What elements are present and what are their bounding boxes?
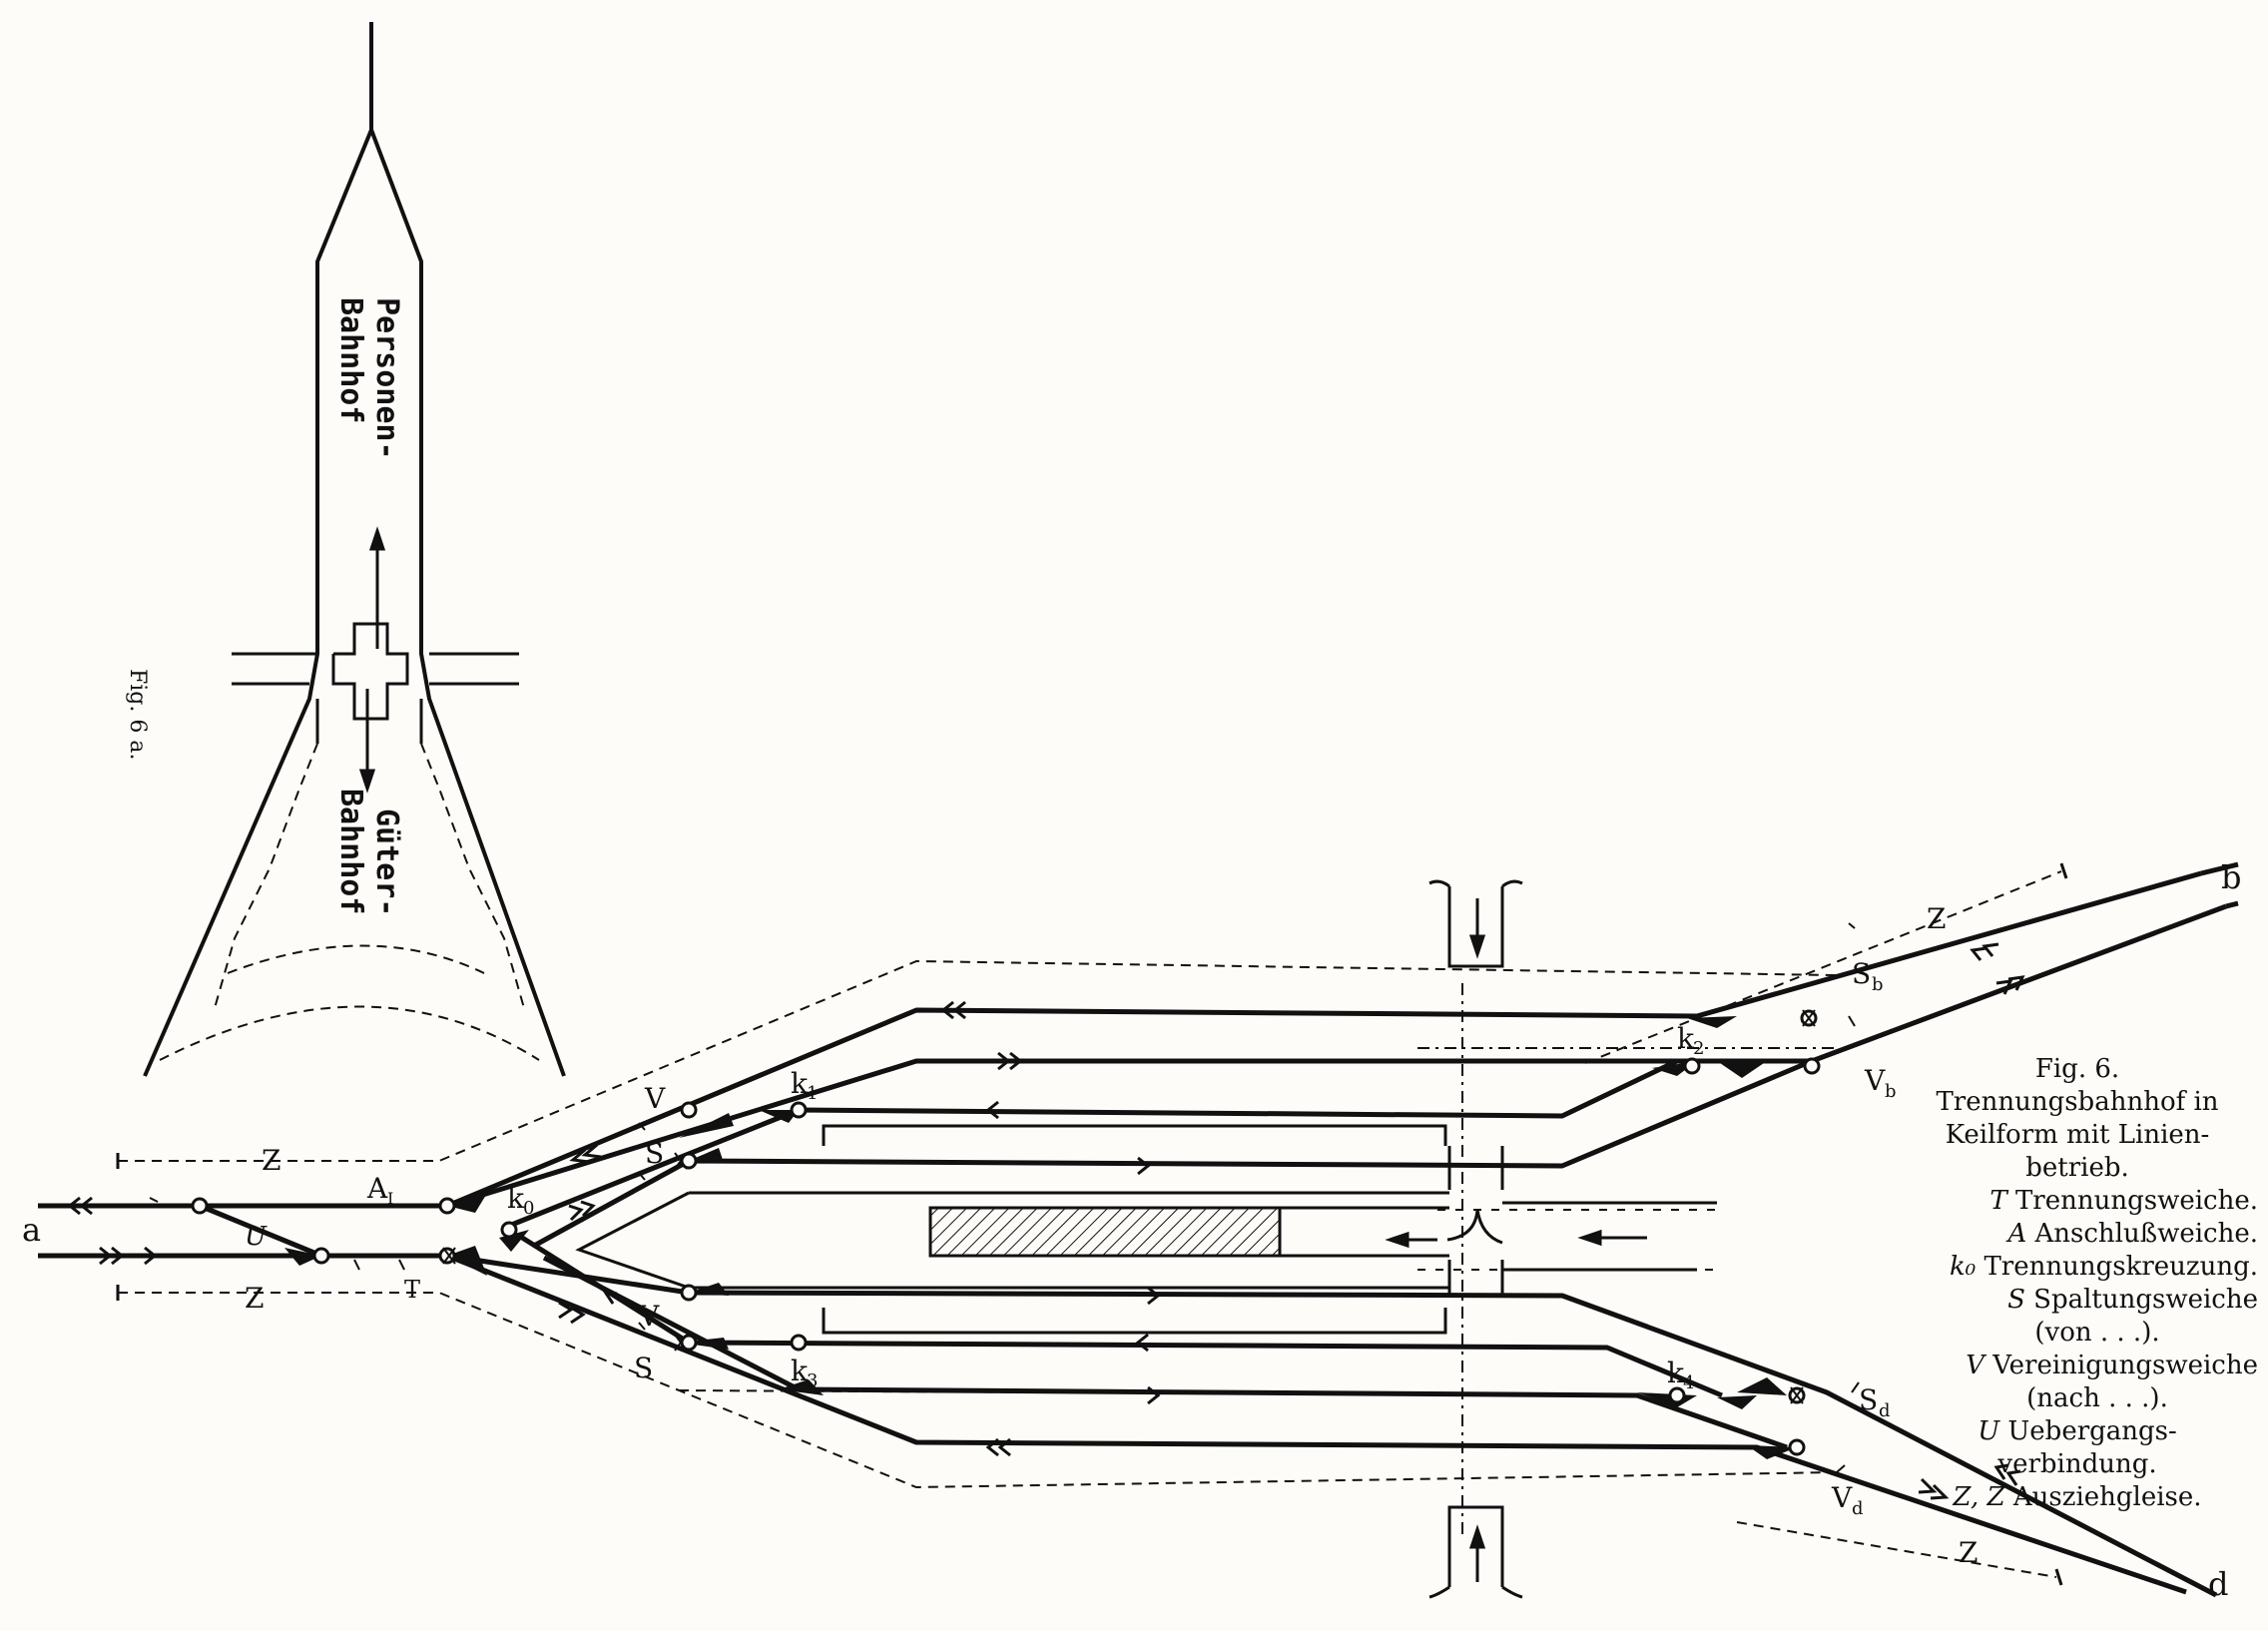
switch-point xyxy=(680,1101,698,1119)
fig6a-text: Personen- Bahnhof Güter- Bahnhof xyxy=(333,297,404,916)
legend-row-U-note: verbindung. xyxy=(1997,1449,2157,1479)
fig6a-caption: Fig. 6 a. xyxy=(125,669,150,761)
switch-point xyxy=(438,1197,456,1215)
label-V-top: V xyxy=(644,1082,666,1115)
fig6-road xyxy=(1428,879,1717,1599)
label-k1-sub: 1 xyxy=(807,1083,818,1104)
label-k2-sub: 2 xyxy=(1693,1038,1704,1059)
label-k0: k xyxy=(507,1182,525,1215)
fig6-switch-points xyxy=(191,1009,1821,1456)
fig6a-cross-road xyxy=(232,622,519,721)
switch-point xyxy=(680,1284,698,1302)
label-d: d xyxy=(2208,1565,2228,1603)
label-a: a xyxy=(22,1211,41,1249)
label-A1: A xyxy=(366,1172,388,1205)
gueterbahnhof-line2: Bahnhof xyxy=(333,789,368,914)
switch-point xyxy=(1788,1438,1806,1456)
label-Z-right-top: Z xyxy=(1927,902,1946,935)
z-track-stops xyxy=(116,862,2068,1586)
label-Z-right-bottom: Z xyxy=(1959,1536,1978,1569)
legend-title: Fig. 6. xyxy=(2034,1054,2120,1084)
legend-row-S: S Spaltungsweiche xyxy=(2007,1285,2258,1315)
gueterbahnhof-line1: Güter- xyxy=(369,809,404,916)
label-Vd: V xyxy=(1831,1481,1853,1514)
label-S-bottom: S xyxy=(634,1352,653,1384)
label-Sd-sub: d xyxy=(1879,1400,1891,1421)
legend-row-Z: Z, Z Ausziehgleise. xyxy=(1953,1482,2202,1512)
fig6-legend: Fig. 6. Trennungsbahnhof in Keilform mit… xyxy=(1897,1053,2258,1514)
fig6-station-body xyxy=(575,1124,1449,1335)
label-U: U xyxy=(245,1222,268,1252)
fig6-ticks xyxy=(149,922,1860,1473)
legend-subtitle-1: Trennungsbahnhof in xyxy=(1936,1087,2219,1117)
legend-row-T: T Trennungsweiche. xyxy=(1989,1186,2258,1216)
label-Vb-sub: b xyxy=(1885,1081,1897,1102)
switch-point xyxy=(1683,1057,1701,1075)
label-k3-sub: 3 xyxy=(807,1370,818,1391)
label-Sb: S xyxy=(1852,957,1871,990)
label-Vd-sub: d xyxy=(1852,1498,1864,1519)
legend-subtitle-2: Keilform mit Linien- xyxy=(1945,1120,2210,1150)
switch-point xyxy=(312,1247,330,1265)
switch-point xyxy=(790,1334,808,1352)
label-T: T xyxy=(404,1276,420,1304)
fig6-switch-wedges xyxy=(284,1016,1797,1459)
label-b: b xyxy=(2221,858,2241,896)
label-k0-sub: 0 xyxy=(523,1198,534,1219)
label-Z-left-bottom: Z xyxy=(245,1282,264,1315)
label-k4-sub: 4 xyxy=(1683,1372,1694,1393)
fig6a-direction-arrows xyxy=(358,526,386,794)
personenbahnhof-line1: Personen- xyxy=(369,297,404,460)
fig6-spring-switch-marks xyxy=(442,1009,1816,1404)
label-A1-sub: I xyxy=(387,1189,393,1208)
label-S-top: S xyxy=(645,1137,664,1170)
label-Z-left-top: Z xyxy=(262,1144,281,1177)
label-k1: k xyxy=(791,1067,809,1100)
label-V-bottom: V xyxy=(638,1300,660,1333)
label-k3: k xyxy=(791,1355,809,1387)
legend-row-A: A Anschlußweiche. xyxy=(2007,1219,2258,1249)
hatched-building xyxy=(928,1206,1282,1258)
label-Sb-sub: b xyxy=(1872,974,1884,995)
legend-row-S-note: (von . . .). xyxy=(2034,1318,2160,1348)
legend-row-k0: k₀ Trennungskreuzung. xyxy=(1950,1252,2258,1282)
legend-subtitle-3: betrieb. xyxy=(2025,1153,2129,1183)
switch-point xyxy=(790,1101,808,1119)
label-k4: k xyxy=(1667,1357,1685,1389)
fig6-track-arrows xyxy=(67,942,2025,1500)
personenbahnhof-line2: Bahnhof xyxy=(333,297,368,423)
fig6-road-arrows xyxy=(1385,898,1647,1582)
switch-point xyxy=(191,1197,209,1215)
switch-point xyxy=(500,1221,518,1239)
fig6a-goods-dashed xyxy=(159,743,540,1061)
legend-row-V: V Vereinigungsweiche xyxy=(1966,1351,2258,1380)
switch-point xyxy=(1668,1386,1686,1404)
label-Sd: S xyxy=(1859,1383,1878,1416)
switch-point xyxy=(1803,1057,1821,1075)
label-k2: k xyxy=(1677,1022,1695,1055)
fig6a-station-outline xyxy=(143,22,566,1077)
legend-row-V-note: (nach . . .). xyxy=(2026,1383,2168,1413)
legend-row-U: U Uebergangs- xyxy=(1978,1416,2177,1446)
fig6-labels: a b d A I T U Z Z Z Z k 0 k 1 k 2 k 3 k … xyxy=(22,858,2241,1603)
label-Vb: V xyxy=(1864,1064,1886,1097)
